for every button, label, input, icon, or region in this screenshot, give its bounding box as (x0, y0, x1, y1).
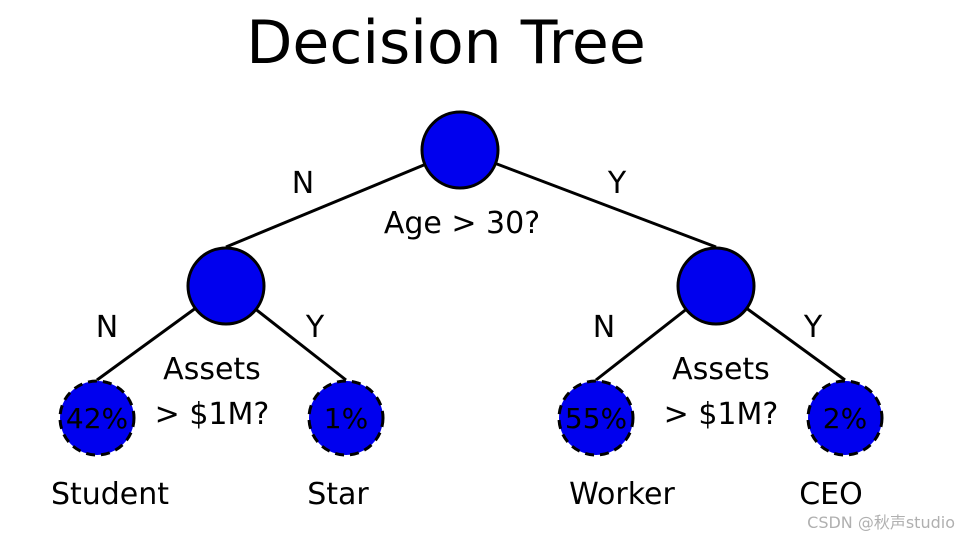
root-no-label: N (292, 166, 314, 201)
left-node (186, 246, 266, 326)
right-question-line1: Assets (672, 352, 770, 387)
root-question: Age > 30? (384, 206, 540, 241)
leaf-node-ceo (806, 379, 884, 457)
diagram-title: Decision Tree (246, 8, 646, 78)
leaf-name-ceo: CEO (799, 477, 863, 512)
leaf-name-student: Student (51, 477, 169, 512)
watermark-text: CSDN @秋声studio (807, 513, 955, 532)
leaf-value-student: 42% (66, 402, 128, 435)
right-node (676, 246, 756, 326)
leaf-value-ceo: 2% (823, 402, 867, 435)
leaf-node-star (307, 379, 385, 457)
leaf-name-star: Star (307, 477, 369, 512)
right-no-label: N (593, 310, 615, 345)
leaf-value-star: 1% (324, 402, 368, 435)
root-yes-label: Y (607, 166, 627, 201)
left-question-line2: > $1M? (155, 397, 270, 432)
left-question-line1: Assets (163, 352, 261, 387)
leaf-node-worker (557, 379, 635, 457)
edge-root-left (225, 148, 461, 249)
left-yes-label: Y (305, 310, 325, 345)
edge-root-right (459, 148, 717, 249)
left-no-label: N (96, 310, 118, 345)
leaf-node-student (58, 379, 136, 457)
root-node (420, 110, 500, 190)
leaf-value-worker: 55% (565, 402, 627, 435)
right-yes-label: Y (803, 310, 823, 345)
leaf-name-worker: Worker (569, 477, 675, 512)
right-question-line2: > $1M? (664, 397, 779, 432)
